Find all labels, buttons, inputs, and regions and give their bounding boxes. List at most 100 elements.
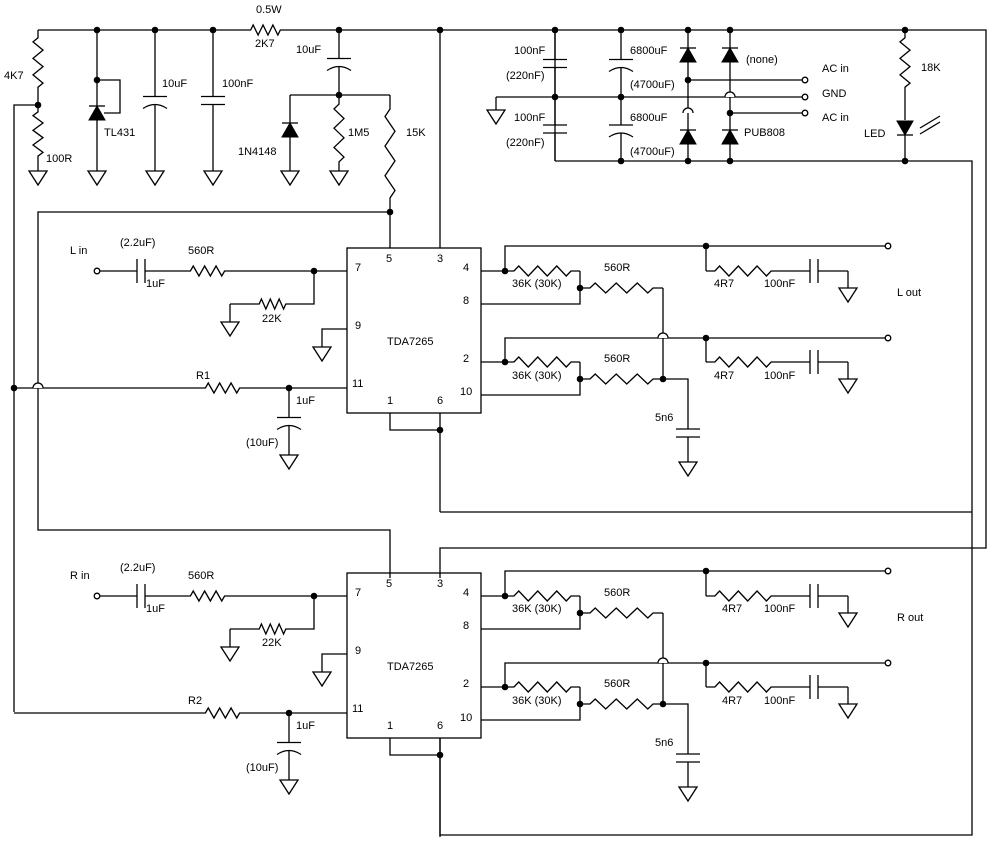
bridge-diode	[679, 128, 697, 145]
ground-symbol	[677, 461, 699, 478]
label-led: LED	[864, 128, 885, 140]
label-zobel-r-a: 4R7	[714, 278, 734, 290]
resistor	[580, 698, 663, 710]
capacitor-plate-curved	[142, 103, 168, 110]
wire	[290, 271, 315, 305]
junction-dot	[901, 157, 909, 165]
junction-dot	[209, 26, 217, 34]
junction-dot	[310, 267, 318, 275]
label-c-filter2: 100nF	[514, 112, 545, 124]
wire	[481, 245, 888, 272]
ground-symbol	[328, 170, 350, 187]
junction-dot	[310, 592, 318, 600]
terminal	[801, 109, 809, 117]
ground-symbol	[144, 170, 166, 187]
label-r-fb-b: 36K (30K)	[512, 370, 562, 382]
junction-dot	[726, 157, 734, 165]
junction-dot	[617, 26, 625, 34]
terminal	[884, 334, 892, 342]
wire	[481, 662, 888, 688]
resistor	[255, 297, 290, 311]
pin-11: 11	[352, 378, 363, 390]
label-r-bias: 22K	[262, 313, 282, 325]
junction-dot	[93, 76, 101, 84]
label-r-in: 560R	[188, 570, 214, 582]
ground-symbol	[485, 109, 507, 126]
pin-3: 3	[437, 578, 443, 590]
pin-10: 10	[460, 712, 472, 724]
label-c-filter1: 100nF	[514, 45, 545, 57]
label-c-bulk1-alt: (4700uF)	[630, 79, 675, 91]
wire	[389, 413, 440, 431]
label-gnd: GND	[822, 88, 847, 100]
junction-dot	[702, 659, 710, 667]
wires	[13, 29, 987, 837]
pin-2: 2	[463, 353, 469, 365]
label-c-g: 5n6	[655, 412, 673, 424]
junction-dot	[285, 384, 293, 392]
junction-dot	[684, 76, 692, 84]
label-zobel-c-a: 100nF	[764, 278, 795, 290]
label-r-series: 2K7	[255, 38, 275, 50]
wire	[321, 328, 347, 347]
label-c-filter2-alt: (220nF)	[506, 137, 545, 149]
label-r-top: 4K7	[4, 70, 24, 82]
wire	[481, 570, 888, 597]
resistor	[580, 607, 663, 619]
junction-dot	[617, 157, 625, 165]
junction-dot	[726, 26, 734, 34]
resistor	[505, 356, 580, 368]
ic-body	[346, 572, 482, 739]
label-r-fb-b: 36K (30K)	[512, 695, 562, 707]
label-r-g-b: 560R	[604, 678, 630, 690]
label-bridge: PUB808	[744, 127, 785, 139]
resistor	[706, 681, 780, 693]
resistor	[706, 356, 780, 368]
resistor	[31, 30, 45, 95]
label-c-bypass: 100nF	[222, 78, 253, 90]
pin-2: 2	[463, 678, 469, 690]
ground-symbol	[86, 170, 108, 187]
junction-dot	[684, 26, 692, 34]
wire-crossover	[724, 91, 736, 98]
wire	[481, 288, 581, 305]
ground-symbol	[202, 170, 224, 187]
bridge-diode	[721, 128, 739, 145]
label-c-mute: 1uF	[296, 720, 315, 732]
resistor	[706, 590, 780, 602]
wire	[481, 613, 581, 630]
terminal	[884, 659, 892, 667]
wire-crossover	[32, 382, 44, 389]
pin-3: 3	[437, 253, 443, 265]
label-r-g-a: 560R	[604, 587, 630, 599]
wire	[321, 653, 347, 672]
label-r-led: 18K	[921, 62, 941, 74]
resistor	[255, 622, 290, 636]
junction-dot	[551, 93, 559, 101]
label-c-in: 1uF	[146, 603, 165, 615]
wire	[290, 596, 315, 630]
junction-dot	[726, 109, 734, 117]
junction-dot	[617, 93, 625, 101]
label-c-boot: 10uF	[296, 44, 321, 56]
ic-body	[346, 247, 482, 414]
label-input: L in	[70, 245, 87, 257]
junction-dot	[436, 426, 444, 434]
ground-symbol	[219, 646, 241, 663]
pin-1: 1	[387, 395, 393, 407]
junction-dot	[702, 334, 710, 342]
channel-left-labels: L in L out TDA7265 (2.2uF) 1uF 560R 22K …	[70, 237, 921, 449]
label-output: R out	[897, 612, 923, 624]
components	[10, 23, 941, 803]
label-output: L out	[897, 287, 921, 299]
resistor	[31, 105, 45, 163]
junction-dot	[659, 375, 667, 383]
resistor	[898, 30, 912, 95]
ground-symbol	[278, 779, 300, 796]
wire	[97, 79, 121, 114]
pin-4: 4	[463, 587, 469, 599]
wire	[481, 379, 581, 396]
label-c-mute: 1uF	[296, 395, 315, 407]
